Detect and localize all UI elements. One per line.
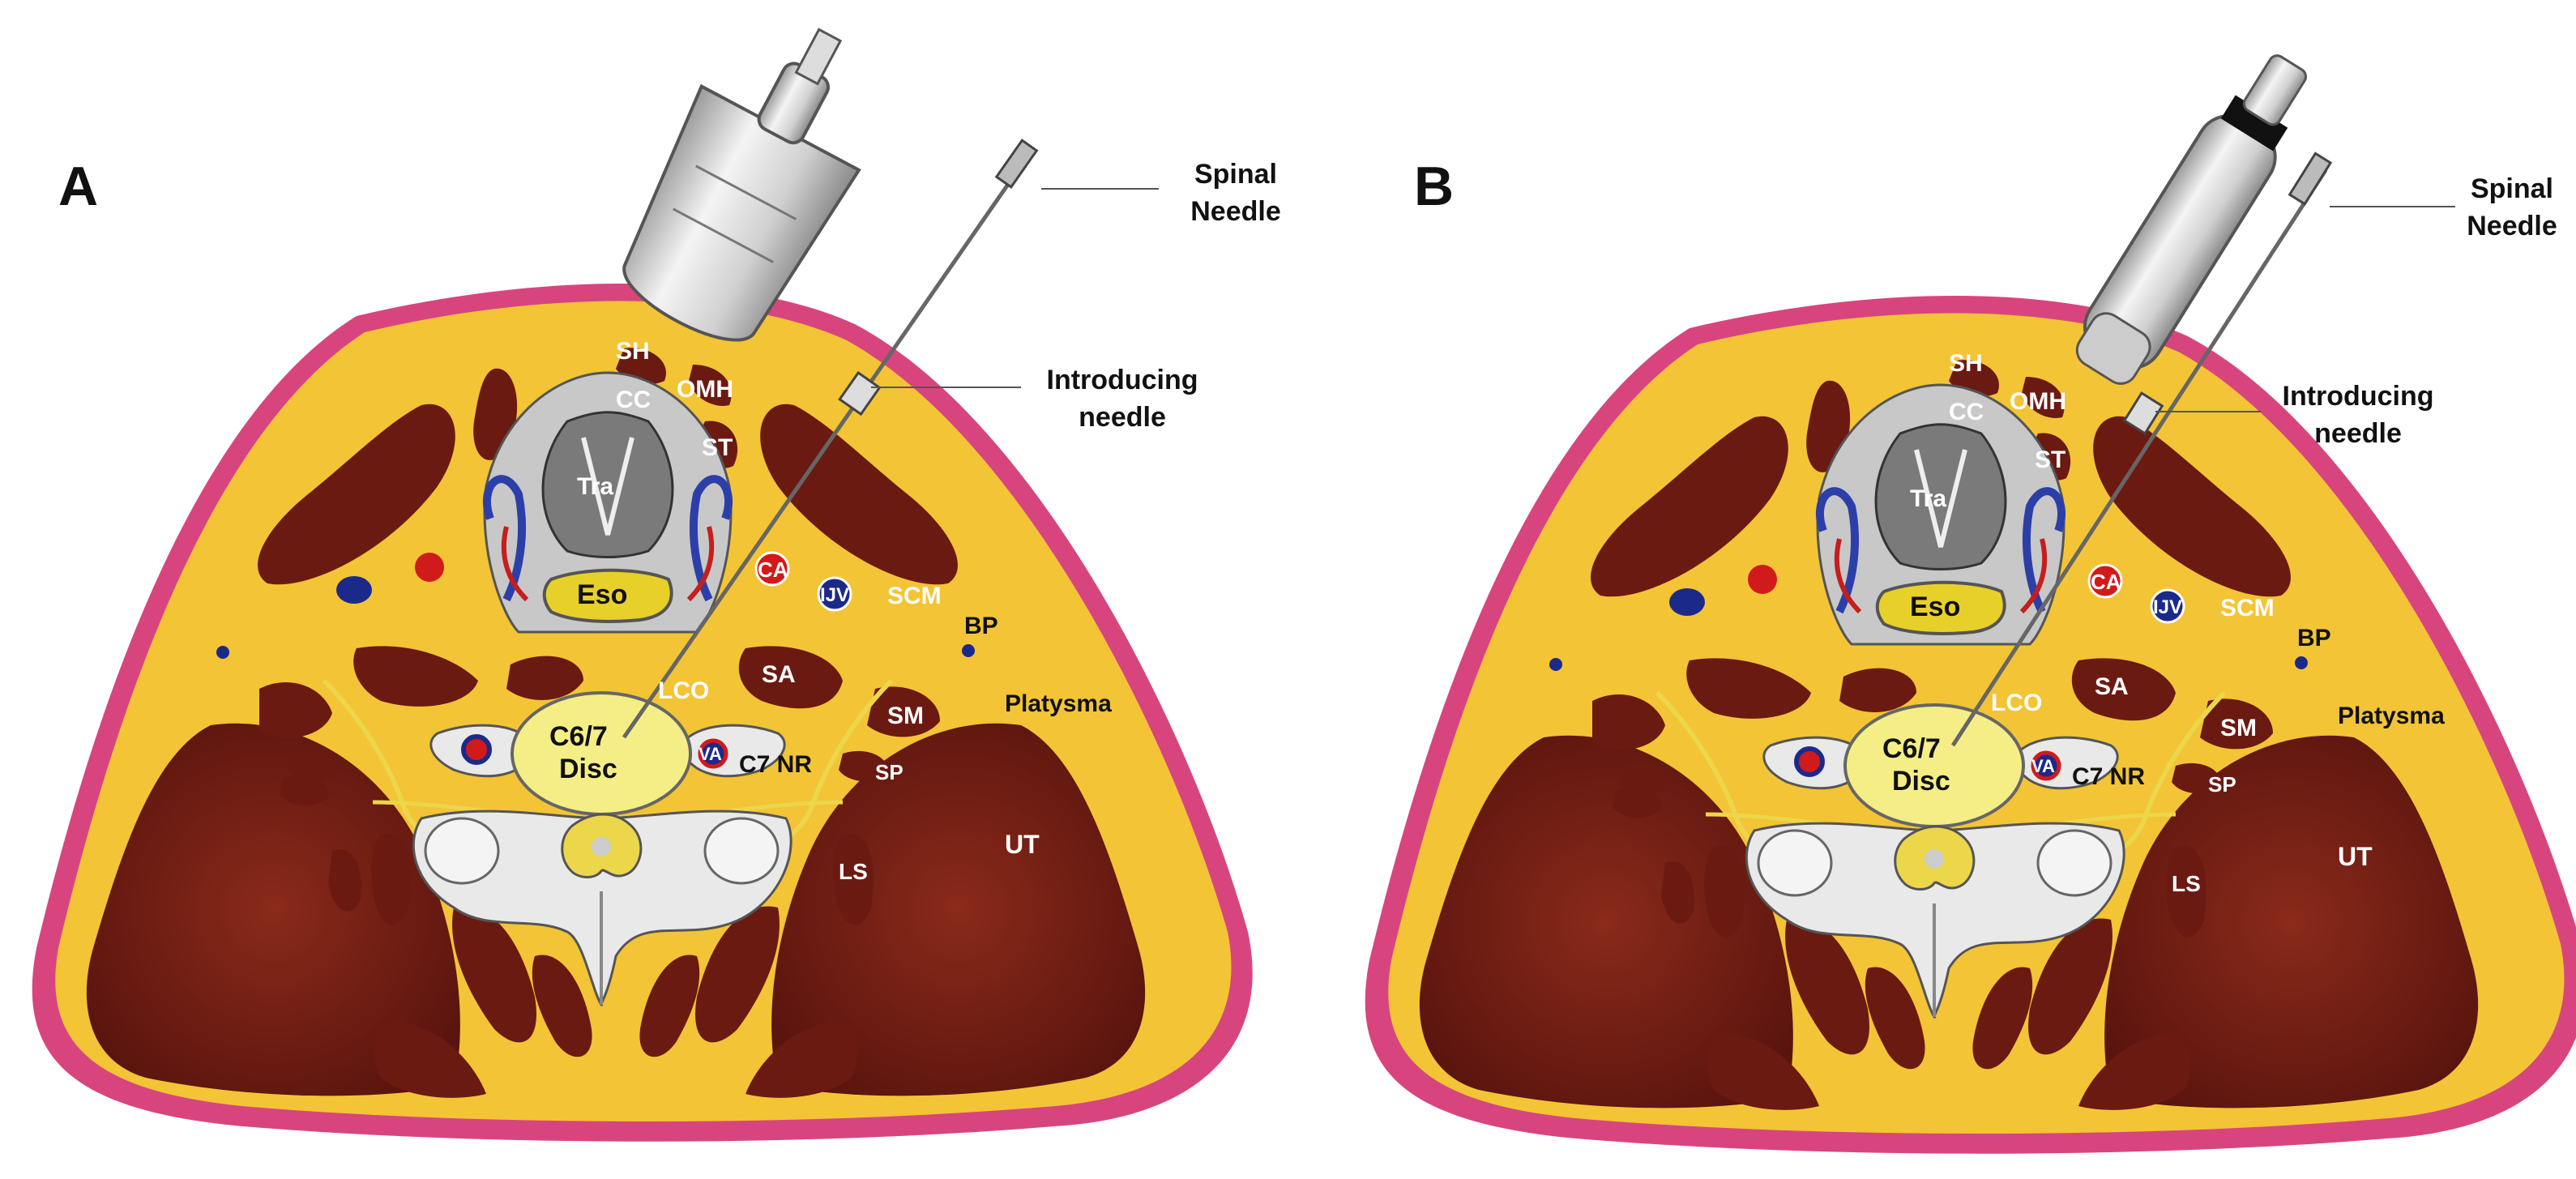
label-disc-line2-b: Disc [1892, 766, 1950, 797]
spinal-needle-hub [994, 139, 1039, 189]
label-eso: Eso [577, 579, 627, 610]
label-sa: SA [762, 661, 796, 688]
spinal-needle-b [1950, 169, 2328, 747]
label-scm: SCM [887, 583, 942, 609]
label-st-b: ST [2035, 446, 2065, 473]
label-ut: UT [1005, 830, 1040, 859]
label-platysma-b: Platysma [2338, 703, 2445, 729]
label-ca: CA [758, 557, 788, 582]
panel-a: A Spinal Needle Introducing needle SH OM… [32, 28, 1281, 1142]
label-cc: CC [616, 387, 651, 413]
label-scm-b: SCM [2220, 595, 2275, 622]
label-disc-line1-b: C6/7 [1882, 733, 1941, 764]
spinal-needle-label-b-2: Needle [2467, 211, 2557, 241]
introducing-needle-hub [838, 370, 882, 416]
hockey-stick-ultrasound-probe [2075, 54, 2308, 385]
spinal-needle-label-b-1: Spinal [2471, 173, 2553, 204]
label-sp-b: SP [2208, 772, 2236, 797]
label-va: VA [698, 744, 722, 764]
label-disc-line2: Disc [559, 754, 617, 784]
spinal-needle-label-1: Spinal [1194, 159, 1277, 190]
label-tra-b: Tra [1910, 485, 1946, 512]
label-ls-b: LS [2172, 871, 2201, 896]
label-ut-b: UT [2338, 842, 2373, 871]
label-tra: Tra [577, 473, 613, 500]
label-ls: LS [839, 859, 868, 884]
label-c7-nr-b: C7 NR [2072, 763, 2145, 790]
label-sh-b: SH [1949, 350, 1983, 377]
label-st: ST [702, 434, 733, 461]
spinal-needle-label-2: Needle [1190, 196, 1281, 227]
panel-b: B Spinal Needle Introducing needle SH OM… [1365, 54, 2576, 1154]
introducing-needle-label-1: Introducing [1047, 365, 1198, 395]
label-bp: BP [964, 613, 998, 639]
label-sh: SH [616, 338, 650, 365]
label-eso-b: Eso [1910, 592, 1960, 622]
panel-letter-b: B [1414, 156, 1454, 217]
label-c7-nr: C7 NR [739, 751, 812, 778]
spinal-needle-hub-b [2288, 152, 2333, 206]
label-ca-b: CA [2091, 570, 2121, 594]
spinal-needle [622, 152, 1032, 739]
label-platysma: Platysma [1005, 690, 1112, 717]
label-disc-line1: C6/7 [549, 721, 608, 752]
introducing-needle-hub-b [2122, 391, 2164, 435]
label-sm: SM [887, 703, 924, 729]
label-omh-b: OMH [2010, 388, 2066, 415]
introducing-needle-label-2: needle [1079, 402, 1166, 433]
linear-ultrasound-probe [622, 28, 861, 342]
panel-letter-a: A [58, 156, 98, 217]
label-lco-b: LCO [1991, 690, 2042, 716]
introducing-needle-label-b-1: Introducing [2283, 381, 2434, 412]
label-ijv: IJV [820, 584, 849, 606]
label-sp: SP [875, 760, 904, 784]
label-omh: OMH [677, 376, 733, 403]
label-ijv-b: IJV [2153, 596, 2182, 618]
label-bp-b: BP [2297, 625, 2331, 651]
label-sm-b: SM [2220, 715, 2257, 741]
label-lco: LCO [658, 677, 709, 704]
introducing-needle-label-b-2: needle [2314, 418, 2402, 449]
label-va-b: VA [2031, 756, 2055, 776]
label-sa-b: SA [2095, 673, 2129, 700]
label-cc-b: CC [1949, 399, 1984, 425]
